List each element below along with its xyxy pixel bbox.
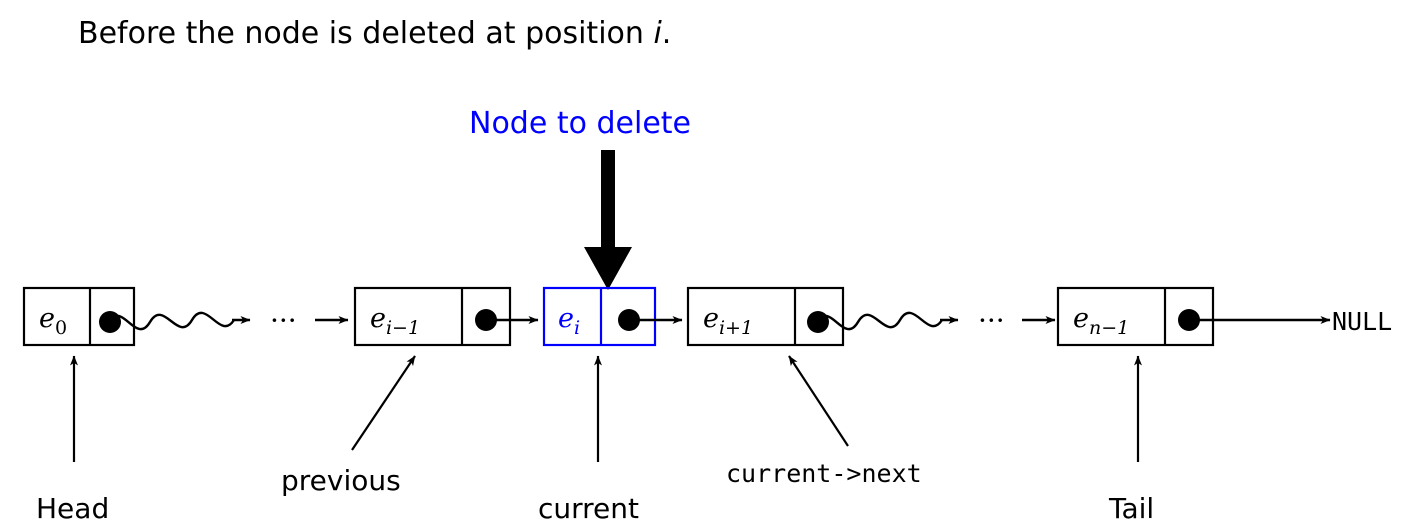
current-next-label: current->next [726,459,922,488]
node-previous: ei−1 [353,286,512,347]
node-tail-value: en−1 [1073,303,1129,339]
node-to-delete-label: Node to delete [469,106,691,141]
previous-label: previous [281,464,401,497]
node-previous-value: ei−1 [370,303,420,339]
node-head-value: e0 [39,303,67,339]
page-title-suffix: . [662,16,672,51]
node-current: ei [542,286,657,347]
current-next-pointer-line [788,355,849,447]
node-current-value: ei [558,303,580,339]
node-tail: en−1 [1056,286,1215,347]
head-label: Head [36,492,109,525]
current-label: current [538,492,639,525]
tail-label: Tail [1108,492,1154,525]
wavy-link-1 [108,311,251,331]
node-next-value: ei+1 [703,303,753,339]
node-next: ei+1 [686,286,845,347]
page-title-variable: i [653,16,662,51]
null-terminator-label: NULL [1332,307,1392,336]
wavy-link-2 [816,311,959,331]
page-title-prefix: Before the node is deleted at position [78,16,653,51]
page-title: Before the node is deleted at position i… [78,16,671,51]
previous-pointer-line [351,355,416,451]
ellipsis-2: ··· [978,304,1005,337]
ellipsis-1: ··· [270,304,297,337]
thick-down-arrow-icon [584,150,632,290]
